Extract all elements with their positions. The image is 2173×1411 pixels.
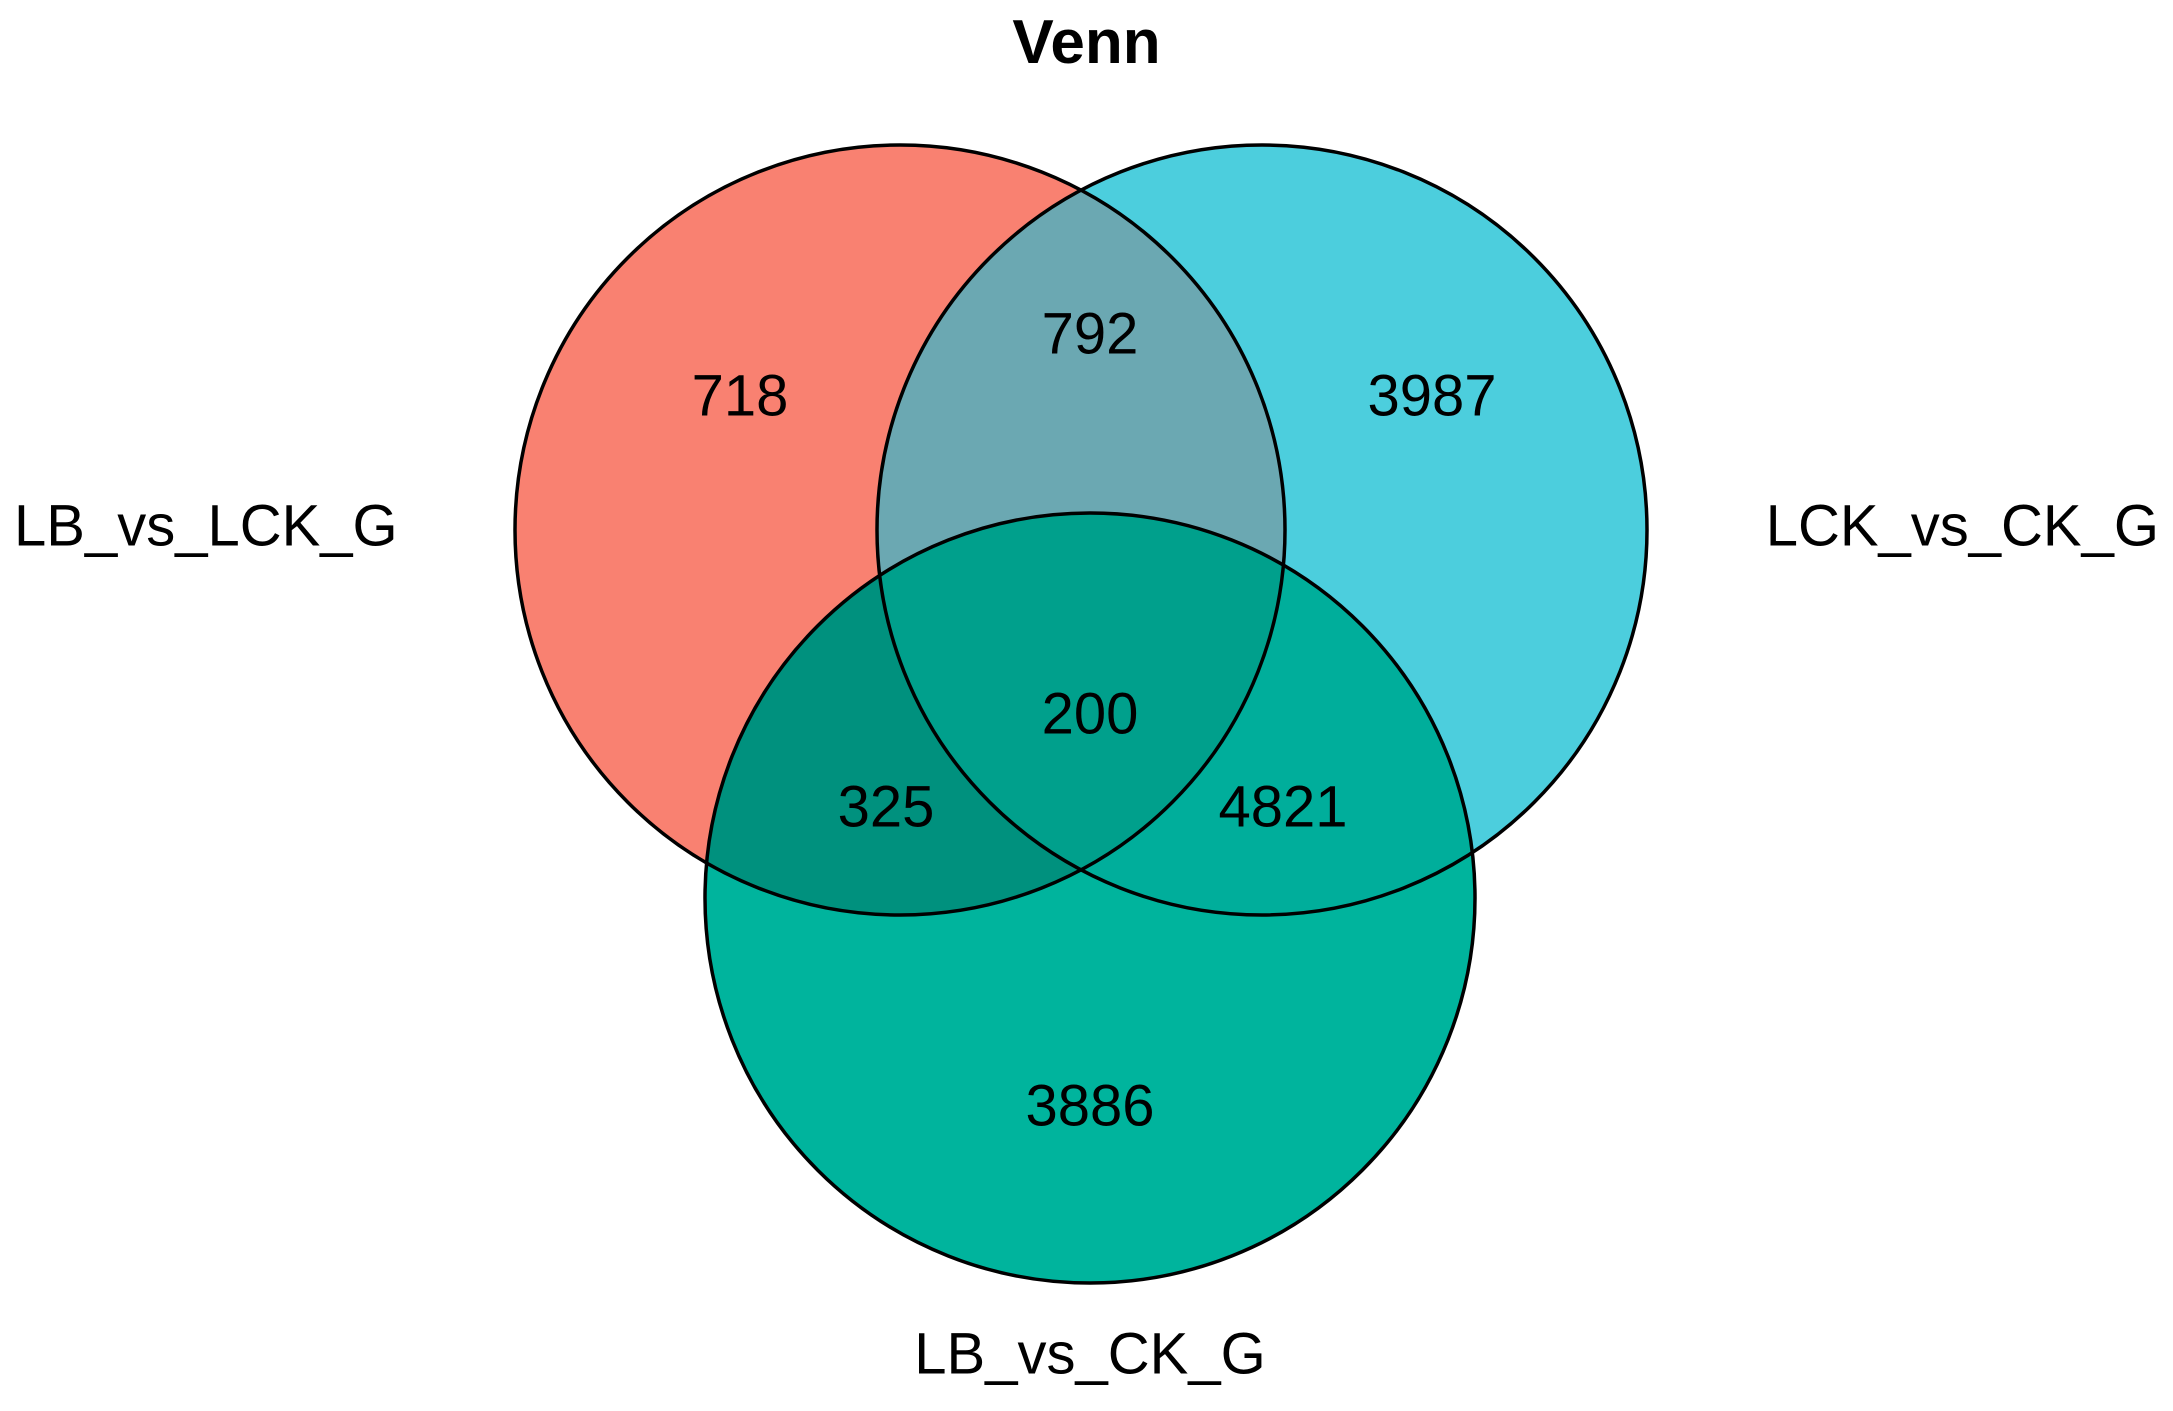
venn-set-labels: LB_vs_LCK_G LCK_vs_CK_G LB_vs_CK_G — [14, 493, 2159, 1386]
circle-set-b — [875, 143, 1649, 917]
circle-set-a — [513, 143, 1287, 917]
count-ac: 325 — [838, 774, 935, 839]
chart-title: Venn — [1012, 8, 1161, 77]
count-b-only: 3987 — [1367, 363, 1496, 428]
set-label-left: LB_vs_LCK_G — [14, 493, 398, 558]
count-a-only: 718 — [692, 363, 789, 428]
set-label-bottom: LB_vs_CK_G — [914, 1321, 1265, 1386]
set-label-right: LCK_vs_CK_G — [1766, 493, 2159, 558]
venn-count-labels: 718 3987 3886 792 325 4821 200 — [692, 301, 1497, 1138]
count-abc: 200 — [1042, 681, 1139, 746]
venn-circle-outlines — [513, 143, 1649, 1285]
count-c-only: 3886 — [1025, 1073, 1154, 1138]
count-ab: 792 — [1042, 301, 1139, 366]
count-bc: 4821 — [1218, 774, 1347, 839]
circle-set-c — [703, 511, 1477, 1285]
